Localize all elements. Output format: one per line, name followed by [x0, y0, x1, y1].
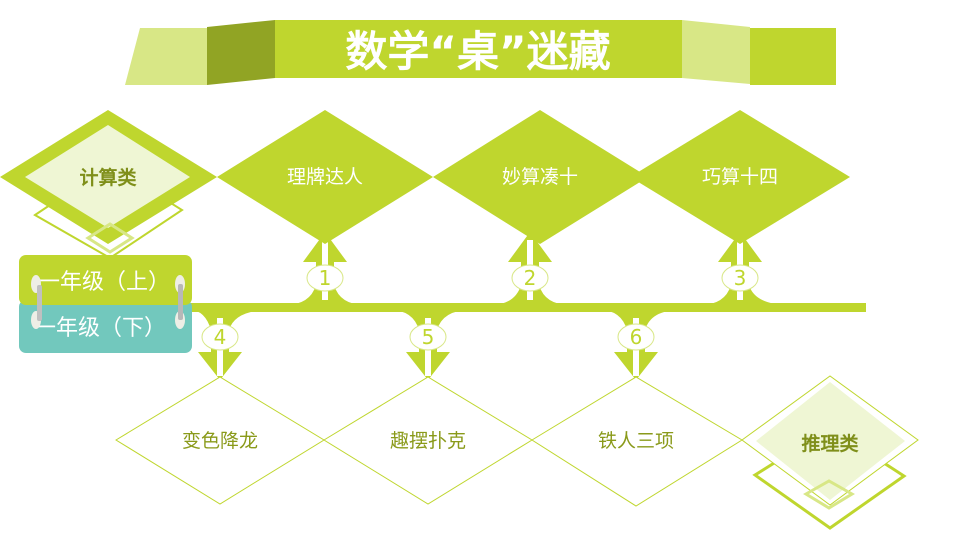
game-label: 巧算十四 [702, 166, 778, 188]
svg-text:1: 1 [319, 266, 332, 290]
game-label: 趣摆扑克 [390, 430, 466, 452]
game-label: 理牌达人 [287, 166, 363, 188]
connector-path [190, 232, 866, 380]
bottom-game-5[interactable]: 趣摆扑克 [323, 376, 533, 505]
svg-text:3: 3 [734, 266, 747, 290]
game-label: 变色降龙 [182, 430, 258, 452]
category-calc[interactable]: 计算类 [0, 110, 217, 260]
step-badge-3: 3 [721, 264, 759, 292]
grade-tab-lower[interactable]: 一年级（下） [19, 300, 192, 353]
game-label: 铁人三项 [598, 430, 674, 452]
binder-ring-icon [31, 275, 185, 329]
category-logic-label: 推理类 [801, 432, 858, 455]
grade-tab-upper[interactable]: 一年级（上） [19, 255, 192, 305]
top-game-2[interactable]: 妙算凑十 [433, 110, 648, 244]
grade-tab-lower-label: 一年级（下） [34, 316, 166, 341]
svg-text:2: 2 [524, 266, 537, 290]
top-game-3[interactable]: 巧算十四 [630, 110, 850, 244]
game-label: 妙算凑十 [502, 166, 578, 188]
svg-text:5: 5 [422, 325, 435, 349]
category-calc-label: 计算类 [79, 166, 136, 189]
grade-tab-upper-label: 一年级（上） [38, 270, 170, 295]
step-badge-1: 1 [306, 264, 344, 292]
page-title: 数学“桌”迷藏 [345, 27, 610, 76]
title-banner: 数学“桌”迷藏 [125, 20, 836, 85]
bottom-game-4[interactable]: 变色降龙 [115, 376, 325, 505]
bottom-game-6[interactable]: 铁人三项 [531, 376, 743, 507]
step-badge-2: 2 [511, 264, 549, 292]
step-badge-6: 6 [617, 323, 655, 351]
svg-text:4: 4 [214, 325, 227, 349]
top-game-1[interactable]: 理牌达人 [217, 110, 433, 244]
svg-text:6: 6 [630, 325, 643, 349]
step-badge-5: 5 [409, 323, 447, 351]
step-badge-4: 4 [201, 323, 239, 351]
category-logic[interactable]: 推理类 [741, 375, 919, 530]
